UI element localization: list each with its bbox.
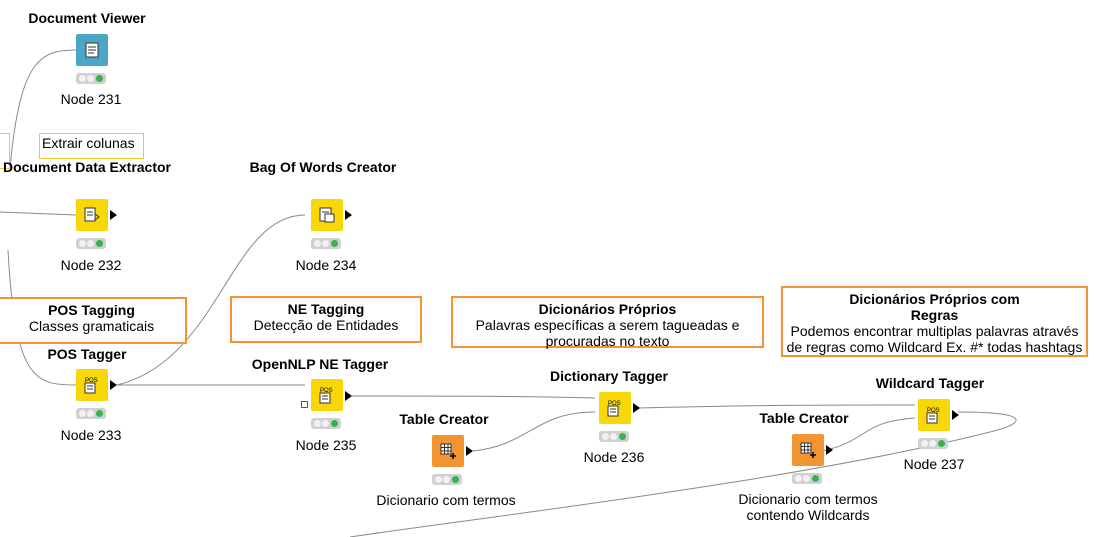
annotation-dic-regras-body: Podemos encontrar multiplas palavras atr… [786, 323, 1083, 355]
annotation-dic-title: Dicionários Próprios [538, 301, 677, 317]
node-232-label: Node 232 [60, 257, 122, 273]
annotation-extrair-colunas-text: Extrair colunas [42, 135, 135, 151]
edge-to-node-232 [0, 211, 77, 216]
node-234[interactable] [311, 199, 343, 231]
wildcard-tagger-icon: POS [926, 408, 940, 424]
annotation-dicionarios: Dicionários Próprios Palavras específica… [451, 296, 764, 349]
table-creator-1-status [432, 474, 462, 485]
annotation-pos-body: Classes gramaticais [28, 318, 155, 334]
annotation-ne-body: Detecção de Entidades [253, 317, 399, 333]
edge-to-node-231 [9, 49, 77, 169]
node-233-title: POS Tagger [47, 346, 127, 362]
node-231-title: Document Viewer [28, 10, 146, 26]
node-231-status [76, 73, 106, 84]
table-creator-1-title: Table Creator [399, 411, 489, 427]
node-237-output-port[interactable] [952, 410, 959, 420]
annotation-dic-regras-title: Dicionários Próprios com Regras [849, 291, 1020, 323]
edge-tc2-to-237 [822, 417, 916, 452]
edge-233-to-234 [116, 214, 306, 386]
node-236[interactable]: POS [599, 392, 631, 424]
node-232-status [76, 238, 106, 249]
table-creator-2-label: Dicionario com termos contendo Wildcards [738, 491, 878, 523]
annotation-pos-title: POS Tagging [48, 302, 135, 318]
node-233[interactable]: POS [76, 369, 108, 401]
annotation-ne-tagging: NE Tagging Detecção de Entidades [230, 296, 422, 343]
node-234-status [311, 238, 341, 249]
edge-tc1-to-236 [472, 411, 596, 452]
node-235-output-port[interactable] [345, 391, 352, 401]
node-232[interactable] [76, 199, 108, 231]
pos-tagger-icon: POS [84, 378, 98, 394]
annotation-pos-tagging: POS Tagging Classes gramaticais [0, 297, 187, 344]
table-creator-2-status [792, 473, 822, 484]
node-231[interactable] [76, 34, 108, 66]
node-233-label: Node 233 [60, 427, 122, 443]
document-viewer-icon [85, 42, 99, 58]
node-235-label: Node 235 [295, 437, 357, 453]
node-236-title: Dictionary Tagger [550, 368, 668, 384]
edge-to-node-233 [7, 249, 77, 386]
annotation-extrair-colunas: Extrair colunas [39, 133, 144, 159]
node-234-title: Bag Of Words Creator [249, 159, 397, 175]
table-creator-2-output-port[interactable] [826, 445, 833, 455]
table-creator-2[interactable] [792, 434, 824, 466]
node-235-title: OpenNLP NE Tagger [251, 356, 389, 372]
annotation-ne-title: NE Tagging [287, 301, 365, 317]
ne-tagger-icon: POS [319, 388, 333, 404]
document-extractor-icon [84, 207, 100, 222]
svg-text:POS: POS [85, 378, 98, 384]
edge-237-loop [349, 411, 1017, 537]
node-237-status [918, 438, 948, 449]
dictionary-tagger-icon: POS [607, 401, 621, 417]
node-234-output-port[interactable] [345, 210, 352, 220]
table-creator-1-label: Dicionario com termos [376, 492, 516, 508]
edge-235-to-236 [351, 395, 596, 399]
annotation-dicionarios-regras: Dicionários Próprios com Regras Podemos … [781, 286, 1088, 357]
node-232-title: Document Data Extractor [2, 159, 172, 175]
left-edge-annotation [0, 133, 10, 169]
node-232-output-port[interactable] [110, 210, 117, 220]
edge-236-to-237 [637, 404, 916, 409]
bag-of-words-icon [319, 207, 335, 223]
node-236-status [599, 431, 629, 442]
svg-text:POS: POS [320, 388, 333, 394]
annotation-dic-body: Palavras específicas a serem tagueadas e… [475, 317, 740, 349]
node-237-label: Node 237 [903, 456, 965, 472]
node-236-output-port[interactable] [633, 403, 640, 413]
table-creator-1-output-port[interactable] [466, 446, 473, 456]
node-233-status [76, 408, 106, 419]
node-234-label: Node 234 [295, 257, 357, 273]
node-237[interactable]: POS [918, 399, 950, 431]
node-231-label: Node 231 [60, 91, 122, 107]
node-236-label: Node 236 [583, 449, 645, 465]
node-235[interactable]: POS [311, 379, 343, 411]
svg-text:POS: POS [927, 408, 940, 414]
node-233-output-port[interactable] [110, 380, 117, 390]
node-237-title: Wildcard Tagger [875, 375, 985, 391]
node-235-status [311, 418, 341, 429]
svg-text:POS: POS [608, 401, 621, 407]
table-creator-2-title: Table Creator [759, 410, 849, 426]
node-235-optional-input-port[interactable] [301, 401, 308, 408]
table-creator-icon [440, 443, 456, 459]
table-creator-1[interactable] [432, 435, 464, 467]
table-creator-icon [800, 442, 816, 458]
